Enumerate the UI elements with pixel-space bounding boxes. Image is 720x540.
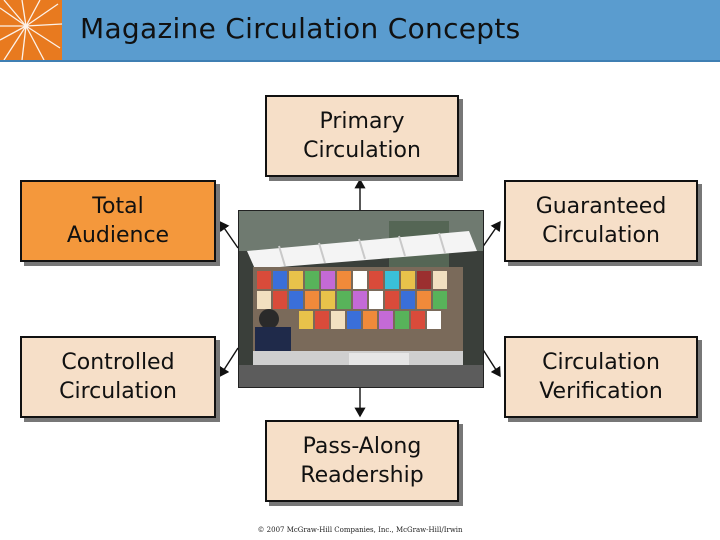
arrow-to-verification (481, 347, 501, 378)
primary-circulation-box: Primary Circulation (265, 95, 459, 177)
arrow-to-guaranteed (481, 220, 501, 249)
circulation-verification-box: Circulation Verification (504, 336, 698, 418)
slide-title: Magazine Circulation Concepts (80, 12, 521, 45)
controlled-circulation-box: Controlled Circulation (20, 336, 216, 418)
header-bar: Magazine Circulation Concepts (0, 0, 720, 62)
pass-along-readership-box: Pass-Along Readership (265, 420, 459, 502)
starburst-logo-icon (0, 0, 62, 60)
guaranteed-circulation-box: Guaranteed Circulation (504, 180, 698, 262)
copyright-footer: © 2007 McGraw-Hill Companies, Inc., McGr… (257, 526, 463, 534)
arrow-to-controlled (219, 347, 239, 378)
newsstand-photo (238, 210, 484, 388)
arrow-to-total (219, 220, 239, 249)
total-audience-box: Total Audience (20, 180, 216, 262)
